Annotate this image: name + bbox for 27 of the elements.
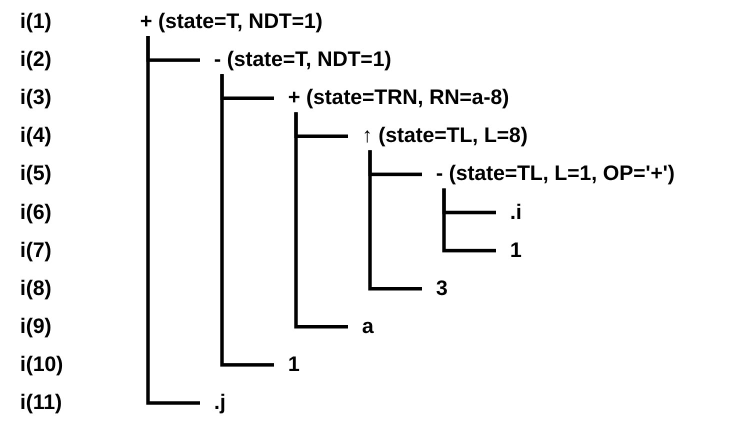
row-index-label: i(3) [20, 85, 52, 112]
tree-node-label: - (state=TL, L=1, OP='+') [422, 160, 675, 188]
tree-node-label: + (state=TRN, RN=a-8) [274, 84, 510, 112]
row-index-label: i(8) [20, 276, 52, 302]
row-index-label: i(10) [20, 352, 64, 378]
row-index-label: i(7) [20, 238, 52, 264]
tree-node-label: 1 [274, 350, 300, 379]
tree-connector [146, 36, 200, 405]
row-index-label: i(1) [20, 9, 52, 35]
row-index-label: i(11) [20, 390, 62, 416]
tree-connector [442, 188, 496, 252]
tree-node-label: ↑ (state=TL, L=8) [348, 122, 528, 150]
tree-node-label: 1 [496, 236, 522, 265]
tree-connector [368, 150, 422, 290]
row-index-label: i(4) [20, 123, 52, 150]
tree-connector [294, 112, 348, 329]
tree-node-label: - (state=T, NDT=1) [200, 46, 392, 74]
tree-node-label: + (state=T, NDT=1) [126, 8, 323, 36]
tree-node-label: .i [496, 198, 522, 226]
row-index-label: i(9) [20, 314, 52, 340]
tree-connector [220, 74, 274, 367]
row-index-label: i(2) [20, 47, 52, 74]
tree-node-label: .j [200, 389, 226, 417]
tree-node-label: 3 [422, 274, 448, 303]
tree-node-label: a [348, 312, 374, 341]
row-index-label: i(5) [20, 161, 52, 188]
row-index-label: i(6) [20, 200, 52, 226]
